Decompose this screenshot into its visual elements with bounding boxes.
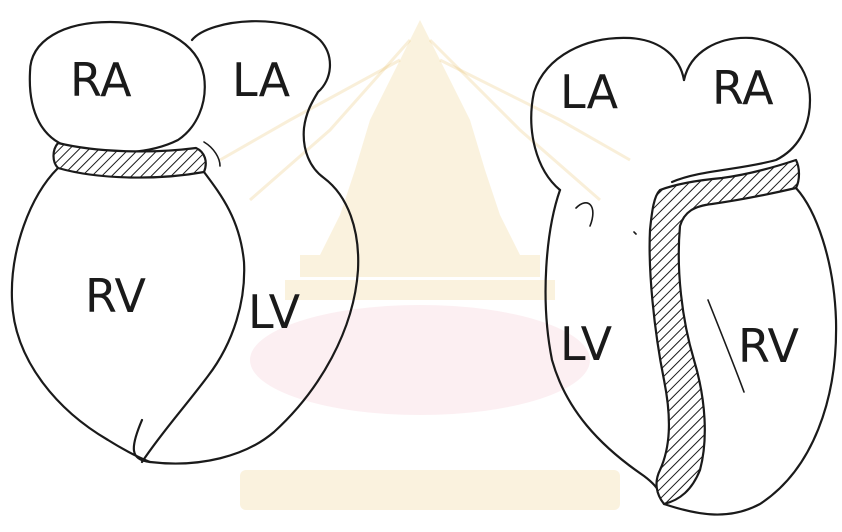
- right-heart-rv-label: RV: [738, 319, 799, 373]
- left-heart-rv-label: RV: [85, 269, 146, 323]
- right-heart-lv-label: LV: [560, 317, 613, 371]
- right-heart-diagram: LA RA LV RV: [531, 38, 836, 515]
- left-heart-lv-label: LV: [248, 285, 301, 339]
- left-heart-av-ring-band: [54, 143, 206, 178]
- left-heart-septum-line: [142, 172, 244, 462]
- left-heart-diagram: RA LA RV LV: [12, 21, 358, 463]
- left-heart-ra-label: RA: [70, 53, 132, 107]
- left-heart-la-label: LA: [232, 53, 291, 107]
- right-heart-la-label: LA: [560, 65, 619, 119]
- right-heart-la-tail: [576, 203, 593, 226]
- right-heart-dot: [634, 232, 636, 234]
- right-heart-ra-label: RA: [712, 61, 774, 115]
